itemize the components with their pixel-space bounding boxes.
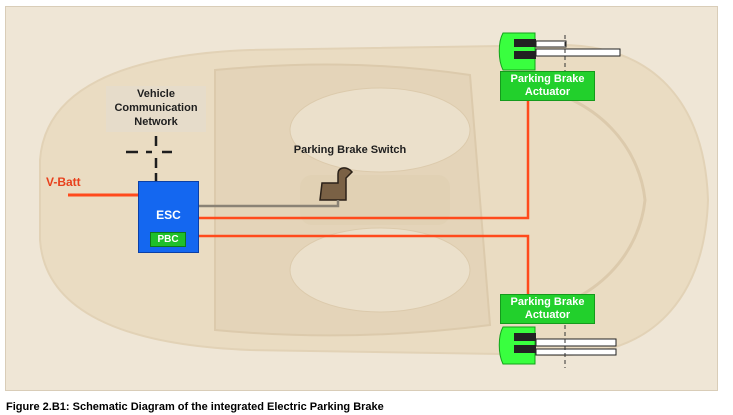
- pbc-module: PBC: [150, 232, 186, 247]
- parking-brake-switch-label: Parking Brake Switch: [293, 144, 407, 156]
- parking-brake-actuator-bottom: Parking Brake Actuator: [500, 294, 595, 324]
- top-actuator-wire: [199, 101, 530, 220]
- vehicle-network-box: [106, 86, 206, 132]
- car-silhouette: [39, 43, 710, 357]
- actuator-bottom-line-1: Parking Brake: [510, 296, 585, 308]
- parking-brake-switch-icon: [319, 167, 354, 201]
- vehicle-network-line-1: Vehicle: [137, 88, 175, 100]
- actuator-top-line-1: Parking Brake: [510, 73, 585, 85]
- vehicle-network-line-3: Network: [134, 116, 178, 128]
- network-connection: [126, 136, 172, 181]
- parking-brake-actuator-top: Parking Brake Actuator: [500, 71, 595, 101]
- figure-caption: Figure 2.B1: Schematic Diagram of the in…: [6, 401, 384, 413]
- top-brake-assembly: [498, 32, 621, 75]
- vbatt-label: V-Batt: [46, 175, 81, 189]
- vehicle-network-label: Vehicle Communication Network: [106, 87, 206, 129]
- wiring: [68, 101, 530, 294]
- esc-label: ESC: [156, 208, 181, 222]
- bottom-brake-assembly: [498, 325, 617, 368]
- vehicle-network-line-2: Communication: [114, 102, 198, 114]
- actuator-top-line-2: Actuator: [524, 86, 571, 98]
- actuator-bottom-line-2: Actuator: [524, 309, 571, 321]
- switch-wire: [199, 200, 340, 208]
- bottom-actuator-wire: [199, 234, 530, 294]
